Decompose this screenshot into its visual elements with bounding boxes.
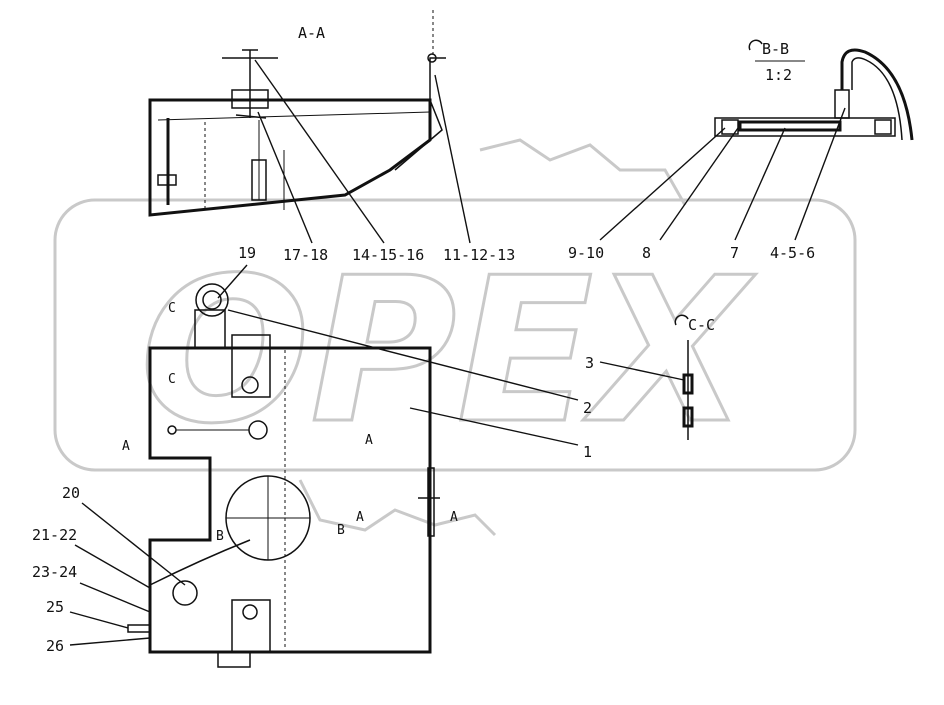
section-bb-view: B-B 1:2 [714, 39, 914, 141]
callout-4-6: 4-5-6 [770, 244, 815, 262]
watermark: OPEX [53, 138, 857, 537]
section-aa-callouts: 17-18 14-15-16 11-12-13 [254, 59, 515, 264]
section-cc-title: C-C [688, 316, 715, 334]
section-bb-title: B-B [762, 40, 789, 58]
section-cc-view: C-C 3 [585, 314, 715, 440]
section-bb-callouts: 9-10 8 7 4-5-6 [568, 107, 846, 262]
cut-marks: C C A A A A B B [122, 301, 458, 544]
callout-21-22: 21-22 [32, 526, 77, 544]
cut-mark-b-left: B [216, 529, 224, 544]
callout-8: 8 [642, 244, 651, 262]
callout-20: 20 [62, 484, 80, 502]
cut-mark-c-bottom: C [168, 372, 176, 387]
section-aa-view: A-A [148, 10, 446, 217]
cut-mark-a-right: A [450, 510, 458, 525]
callout-11-13: 11-12-13 [443, 246, 515, 264]
callout-7: 7 [730, 244, 739, 262]
cut-mark-c-top: C [168, 301, 176, 316]
callout-2: 2 [583, 399, 592, 417]
callout-14-16: 14-15-16 [352, 246, 424, 264]
main-view-callouts: 19 2 1 20 21-22 23-24 25 26 [32, 244, 592, 655]
callout-9-10: 9-10 [568, 244, 604, 262]
callout-17-18: 17-18 [283, 246, 328, 264]
cut-mark-a-left: A [122, 439, 130, 454]
cut-mark-b-right: B [337, 523, 345, 538]
callout-23-24: 23-24 [32, 563, 77, 581]
section-bb-scale: 1:2 [765, 66, 792, 84]
callout-19: 19 [238, 244, 256, 262]
callout-25: 25 [46, 598, 64, 616]
callout-3: 3 [585, 354, 594, 372]
callout-1: 1 [583, 443, 592, 461]
section-aa-title: A-A [298, 24, 325, 42]
cut-mark-a-lower: A [356, 510, 364, 525]
cut-mark-a-mid: A [365, 433, 373, 448]
callout-26: 26 [46, 637, 64, 655]
main-front-view [127, 283, 440, 668]
